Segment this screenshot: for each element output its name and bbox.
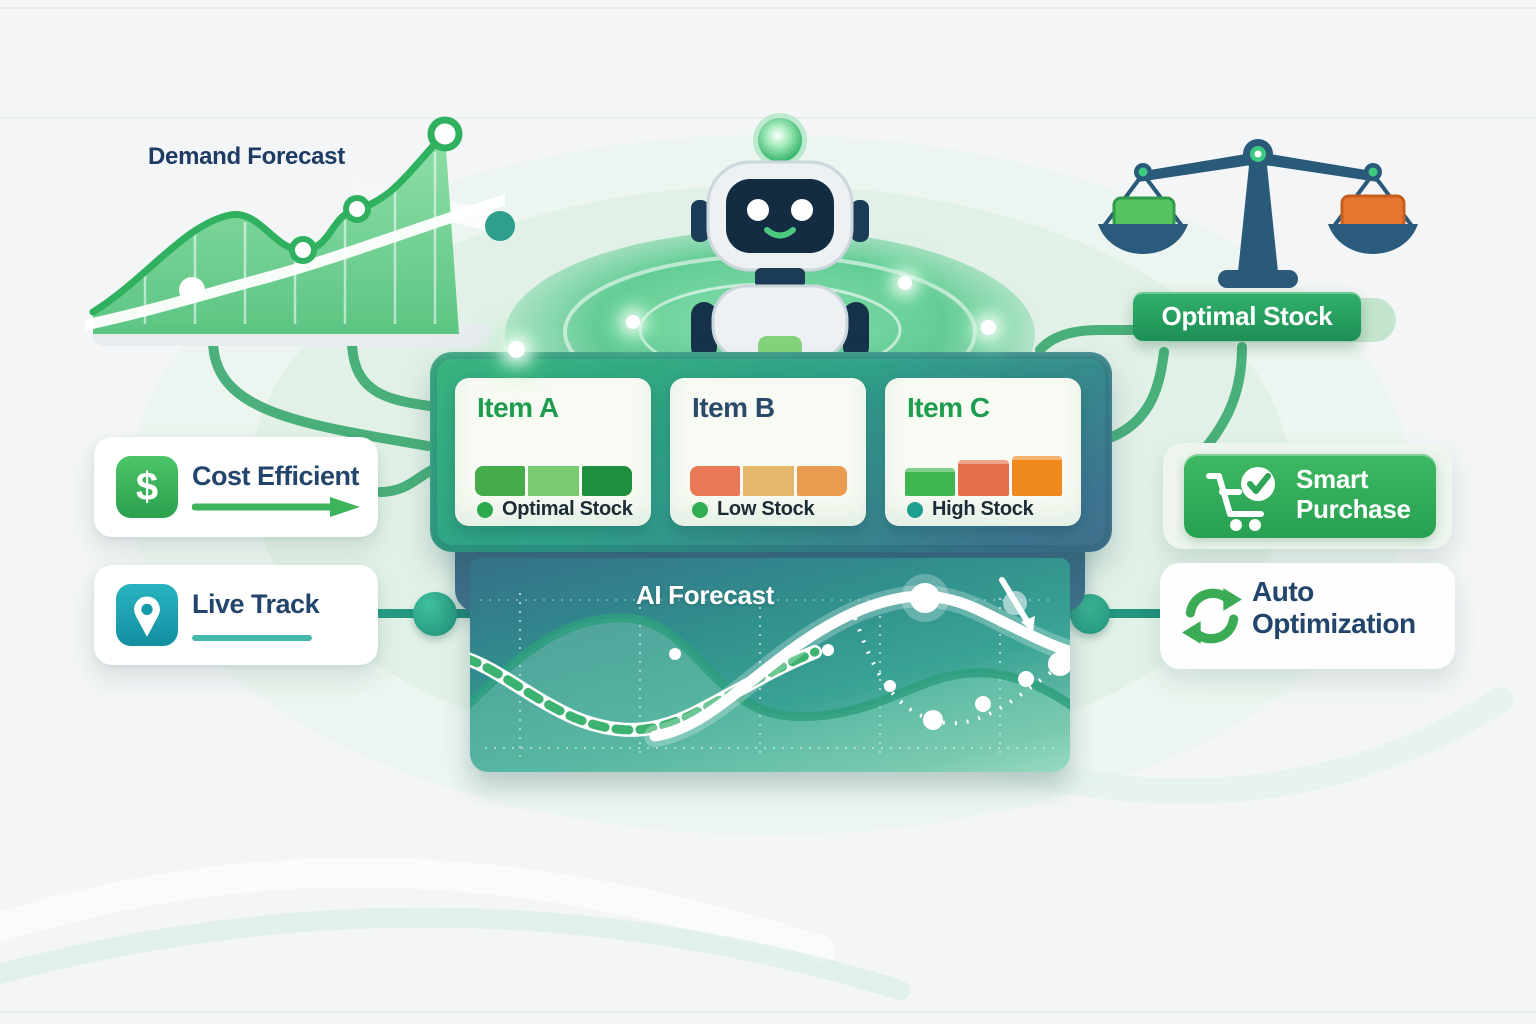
item-a-stock-bar xyxy=(475,454,632,496)
item-c-title: Item C xyxy=(907,392,990,423)
item-card-b: Item B Low Stock xyxy=(670,378,866,526)
dollar-symbol: $ xyxy=(135,465,159,509)
status-label: Optimal Stock xyxy=(502,498,633,520)
growth-arrow-icon xyxy=(192,497,360,517)
smart-purchase-button: Smart Purchase xyxy=(1184,454,1436,538)
stock-bar-segment xyxy=(475,466,526,496)
ai-forecast-panel: AI Forecast xyxy=(470,558,1070,772)
robot-right-arm xyxy=(843,302,869,358)
demand-forecast-chart xyxy=(85,116,505,346)
status-dot xyxy=(477,501,493,518)
chart-dot-2 xyxy=(343,195,371,223)
status-dot xyxy=(907,501,923,518)
live-track-card: Live Track xyxy=(94,565,378,665)
optimal-stock-badge: Optimal Stock xyxy=(1133,292,1361,341)
live-track-underline xyxy=(192,635,312,641)
robot-neck xyxy=(755,268,805,288)
demand-forecast-title: Demand Forecast xyxy=(148,143,345,170)
stock-bar-segment xyxy=(743,466,794,496)
location-pin-icon xyxy=(116,584,178,646)
item-a-title: Item A xyxy=(477,392,559,423)
inventory-panel: Item A Optimal Stock Item B Low Stock xyxy=(430,352,1112,552)
robot-left-arm xyxy=(691,302,717,358)
item-b-status: Low Stock xyxy=(692,498,815,521)
green-wave-line xyxy=(470,613,1070,721)
cost-efficient-label: Cost Efficient xyxy=(192,461,360,491)
balance-scale-icon xyxy=(1098,139,1418,288)
stock-bar-segment xyxy=(796,466,847,496)
robot-smile xyxy=(764,227,796,239)
stock-bar-segment xyxy=(690,466,741,496)
stock-bar-segment xyxy=(905,468,956,496)
robot-left-ear xyxy=(691,200,709,242)
stock-bar-segment xyxy=(1011,456,1062,496)
robot-right-ear xyxy=(851,200,869,242)
pin-glyph xyxy=(134,596,160,637)
smart-purchase-label: Smart Purchase xyxy=(1296,464,1411,525)
sync-icon xyxy=(1182,588,1242,644)
top-seam-line xyxy=(0,7,1536,9)
left-pan xyxy=(1098,224,1188,254)
smart-purchase-card: Smart Purchase xyxy=(1163,443,1452,549)
robot-right-eye xyxy=(791,199,813,221)
antenna-orb-icon xyxy=(758,118,802,162)
connector-curves xyxy=(208,325,1247,497)
scale-pole xyxy=(1238,156,1278,272)
item-card-a: Item A Optimal Stock xyxy=(455,378,651,526)
ai-forecast-title: AI Forecast xyxy=(635,580,775,610)
robot-mascot xyxy=(691,113,869,358)
dollar-icon: $ xyxy=(116,456,178,518)
chart-dot-peak xyxy=(427,116,463,152)
status-label: High Stock xyxy=(932,498,1034,520)
glow-dot xyxy=(508,341,525,358)
cart-check-icon xyxy=(1206,467,1275,531)
status-label: Low Stock xyxy=(717,498,815,520)
live-track-label: Live Track xyxy=(192,589,320,619)
bottom-seam-line xyxy=(0,1011,1536,1013)
left-conn-node xyxy=(413,592,457,636)
glow-dot xyxy=(626,315,640,329)
right-conn-line xyxy=(1060,609,1166,618)
robot-left-eye xyxy=(747,199,769,221)
projection-dots xyxy=(669,644,1070,730)
forecast-peak-dot xyxy=(910,583,940,613)
ai-forecast-chart xyxy=(470,574,1070,772)
right-pan xyxy=(1328,224,1418,254)
optimal-stock-label: Optimal Stock xyxy=(1161,301,1333,331)
chart-dot-solid xyxy=(179,277,205,303)
scale-base xyxy=(1218,270,1298,288)
cost-efficient-card: $ Cost Efficient xyxy=(94,437,378,537)
item-card-c: Item C High Stock xyxy=(885,378,1081,526)
item-a-status: Optimal Stock xyxy=(477,498,633,521)
robot-body xyxy=(711,284,849,358)
robot-face xyxy=(726,179,834,253)
needle-arrow-icon xyxy=(999,577,1035,632)
stock-bar-segment xyxy=(528,466,579,496)
swoosh-curves xyxy=(0,687,1513,1000)
glow-dot xyxy=(981,320,996,335)
glow-dot xyxy=(898,276,912,290)
auto-optimization-card: Auto Optimization xyxy=(1160,563,1455,669)
upper-seam-line xyxy=(0,117,1536,119)
item-c-stock-bar xyxy=(905,454,1062,496)
forecast-wave xyxy=(644,585,1070,747)
green-wave-fill xyxy=(470,617,1070,772)
status-dot xyxy=(692,501,708,518)
item-b-title: Item B xyxy=(692,392,775,423)
chart-dot-1 xyxy=(289,236,317,264)
chart-trend-curve xyxy=(85,194,505,331)
auto-optimization-label: Auto Optimization xyxy=(1252,576,1416,640)
stock-bar-segment xyxy=(958,460,1009,496)
stock-bar-segment xyxy=(581,466,632,496)
forecast-peak-glow xyxy=(901,574,949,622)
item-c-status: High Stock xyxy=(907,498,1034,521)
item-b-stock-bar xyxy=(690,454,847,496)
